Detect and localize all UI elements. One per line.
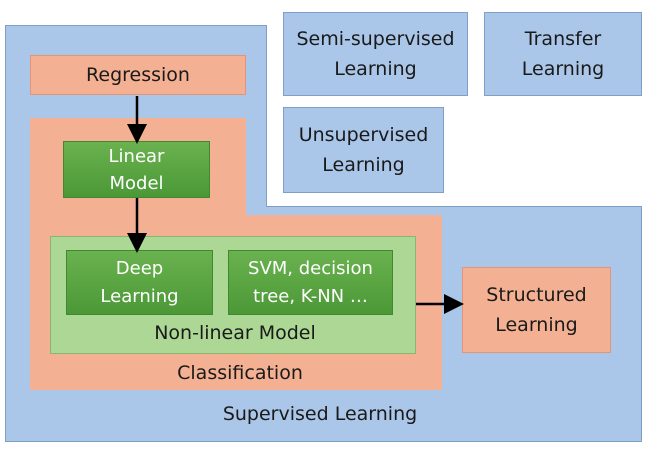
unsupervised-learning-box: Unsupervised Learning [283, 107, 444, 193]
regression-box: Regression [30, 55, 246, 95]
linear-model-box: Linear Model [63, 141, 210, 198]
structured-learning-box: Structured Learning [462, 267, 611, 353]
transfer-learning-box: Transfer Learning [484, 12, 642, 96]
nonlinear-model-label: Non-linear Model [154, 322, 316, 344]
svm-decision-tree-knn-box: SVM, decision tree, K-NN … [228, 250, 393, 315]
semi-supervised-learning-box: Semi-supervised Learning [283, 12, 468, 96]
classification-label: Classification [177, 362, 303, 384]
supervised-learning-label: Supervised Learning [222, 403, 418, 425]
deep-learning-box: Deep Learning [66, 250, 213, 315]
